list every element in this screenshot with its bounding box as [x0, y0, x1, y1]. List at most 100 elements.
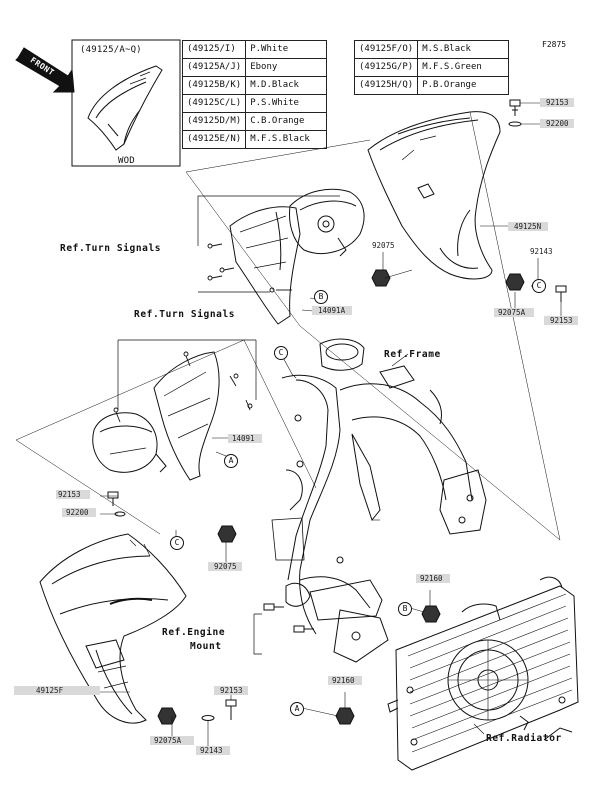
frame-structure — [271, 338, 487, 663]
upper-inner-panel — [229, 206, 301, 325]
screw-set-lower — [113, 351, 253, 423]
ref-turn-signals-lower: Ref.Turn Signals — [134, 309, 236, 320]
part-number: 92200 — [546, 119, 569, 128]
bolt-92153-right — [555, 285, 567, 302]
variant-code: (49125/A~Q) — [80, 45, 142, 55]
part-label-bg — [540, 119, 574, 128]
part-label-bg — [494, 308, 534, 317]
part-number: 92143 — [530, 247, 553, 256]
part-label-bg — [56, 490, 90, 499]
callout-c-right: C — [532, 279, 546, 293]
lower-inner-panel — [153, 351, 220, 481]
color-code: (49125F/O) — [353, 40, 419, 59]
color-code: (49125D/M) — [181, 112, 247, 131]
nut-92075-lower — [217, 525, 237, 543]
turn-signal-upper — [289, 188, 365, 257]
color-name: M.F.S.Black — [245, 130, 328, 149]
part-label-bg — [544, 316, 578, 325]
part-number: 92143 — [200, 746, 223, 755]
color-name: C.B.Orange — [245, 112, 328, 131]
color-name: P.S.White — [245, 94, 328, 113]
part-number: 92075A — [154, 736, 182, 745]
part-label-bg — [228, 434, 262, 443]
callout-c-left: C — [170, 536, 184, 550]
part-number: 92200 — [66, 508, 89, 517]
ref-engine-mount: Ref.Engine — [162, 627, 226, 638]
turn-signal-lower — [92, 412, 167, 473]
part-number: 92160 — [420, 574, 443, 583]
part-label-bg — [196, 746, 230, 755]
color-name: M.D.Black — [245, 76, 328, 95]
part-number: 92075 — [214, 562, 237, 571]
ref-engine-mount-2: Mount — [190, 641, 222, 652]
part-number: 92075A — [498, 308, 526, 317]
washer-92143-bottom — [201, 715, 215, 721]
callout-a-radiator: A — [290, 702, 304, 716]
ref-radiator: Ref.Radiator — [486, 733, 562, 744]
bolt-92153-bottom — [225, 699, 237, 720]
part-number: 49125N — [514, 222, 542, 231]
part-label-bg — [14, 686, 100, 695]
part-number: 92153 — [546, 98, 569, 107]
color-code: (49125B/K) — [181, 76, 247, 95]
part-number: 49125F — [36, 686, 64, 695]
leader-turn-signals-upper — [197, 195, 340, 293]
part-label-bg — [150, 736, 194, 745]
leader-engine-mount — [253, 613, 262, 655]
right-fairing-panel — [367, 111, 501, 280]
color-code: (49125A/J) — [181, 58, 247, 77]
nut-92075A-bottom — [157, 707, 177, 725]
nut-92160-upper — [421, 605, 441, 623]
part-number: 14091A — [318, 306, 346, 315]
figure-code: F2875 — [542, 40, 567, 49]
color-name: M.S.Black — [417, 40, 510, 59]
color-code: (49125C/L) — [181, 94, 247, 113]
radiator — [387, 576, 579, 771]
panel-outline-lower — [15, 339, 317, 535]
color-code: (49125G/P) — [353, 58, 419, 77]
nut-92075-mid — [371, 269, 391, 287]
nut-92160-lower — [335, 707, 355, 725]
color-code: (49125/I) — [181, 40, 247, 59]
callout-c-frame: C — [274, 346, 288, 360]
panel-outline-upper — [185, 111, 561, 541]
engine-mount-bolts — [263, 603, 314, 633]
part-label-bg — [312, 306, 352, 315]
part-number: 92153 — [58, 490, 81, 499]
part-label-bg — [214, 686, 248, 695]
bolt-92153-top — [509, 99, 521, 116]
part-label-bg — [62, 508, 96, 517]
leader-turn-signals-lower — [117, 339, 257, 410]
color-table-left: (49125/I)P.White (49125A/J)Ebony (49125B… — [181, 40, 328, 149]
part-label-bg — [328, 676, 362, 685]
color-table-right: (49125F/O)M.S.Black (49125G/P)M.F.S.Gree… — [353, 40, 510, 95]
fairing-thumbnail — [87, 65, 163, 151]
part-number: 92160 — [332, 676, 355, 685]
part-number: 14091 — [232, 434, 255, 443]
screw-set-upper — [207, 243, 292, 293]
part-label-bg — [208, 562, 242, 571]
part-label-bg — [508, 222, 548, 231]
callout-b-upper: B — [314, 290, 328, 304]
callout-a-lower-panel: A — [224, 454, 238, 468]
color-code: (49125H/Q) — [353, 76, 419, 95]
color-code: (49125E/N) — [181, 130, 247, 149]
front-arrow-icon — [15, 47, 75, 93]
callout-b-radiator: B — [398, 602, 412, 616]
nut-92075A-right — [505, 273, 525, 291]
part-label-bg — [416, 574, 450, 583]
color-name: P.B.Orange — [417, 76, 510, 95]
part-number: 92075 — [372, 241, 395, 250]
bolt-92153-left — [107, 491, 119, 506]
leader-lines — [100, 102, 562, 746]
part-number: 92153 — [550, 316, 573, 325]
color-name: P.White — [245, 40, 328, 59]
variant-box-frame — [71, 39, 181, 167]
washer-92200-top — [508, 121, 522, 127]
part-label-bg — [540, 98, 574, 107]
ref-frame: Ref.Frame — [384, 349, 441, 360]
ref-turn-signals-upper: Ref.Turn Signals — [60, 243, 162, 254]
variant-caption: WOD — [118, 156, 135, 166]
color-name: M.F.S.Green — [417, 58, 510, 77]
